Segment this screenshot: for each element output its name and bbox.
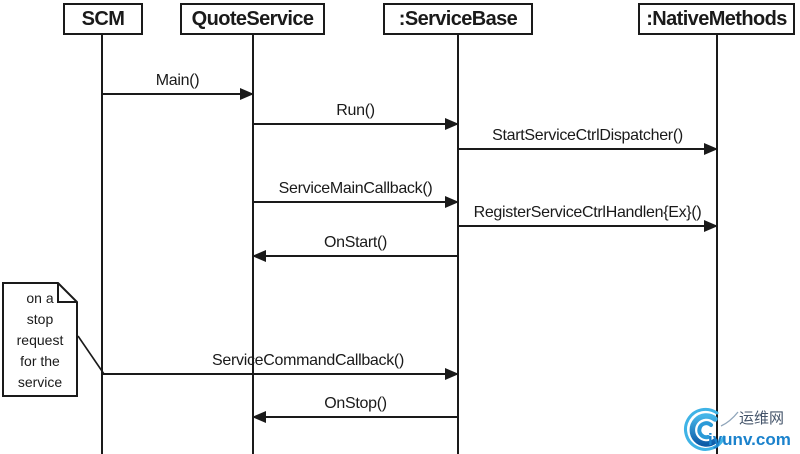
lifeline-servicebase xyxy=(457,35,459,454)
note-shape xyxy=(2,282,78,397)
watermark-site-name: 运维网 xyxy=(739,410,784,427)
swirl-icon xyxy=(684,407,726,451)
watermark-site-url: iyunv.com xyxy=(708,430,791,449)
actor-box-scm: SCM xyxy=(63,3,143,35)
lifeline-quoteservice xyxy=(252,35,254,454)
arrowhead-right-icon xyxy=(445,196,459,208)
note-text: on a stop request for the service xyxy=(2,288,78,393)
message-onstop-line xyxy=(253,416,458,418)
message-startservicectrldispatcher-line xyxy=(458,148,717,150)
message-run: Run() xyxy=(253,102,459,130)
arrowhead-left-icon xyxy=(252,411,266,423)
message-onstart-line xyxy=(253,255,458,257)
message-run-line xyxy=(253,123,458,125)
note-line: for the xyxy=(20,353,60,369)
message-servicecommandcallback-line xyxy=(102,373,458,375)
arrowhead-right-icon xyxy=(240,88,254,100)
message-onstop: OnStop() xyxy=(252,395,458,423)
note-line: stop xyxy=(26,311,54,327)
message-servicecommandcallback-label: ServiceCommandCallback() xyxy=(212,352,404,369)
message-main: Main() xyxy=(102,72,254,100)
message-main-line xyxy=(102,93,253,95)
actor-label-servicebase: :ServiceBase xyxy=(398,7,518,30)
message-onstart-label: OnStart() xyxy=(323,234,388,251)
note-connector-line xyxy=(77,335,105,375)
message-registerservicectrlhandlen-line xyxy=(458,225,717,227)
message-startservicectrldispatcher-label: StartServiceCtrlDispatcher() xyxy=(492,127,683,144)
arrowhead-right-icon xyxy=(704,220,718,232)
actor-box-servicebase: :ServiceBase xyxy=(383,3,533,35)
arrowhead-right-icon xyxy=(445,368,459,380)
note-line: service xyxy=(17,374,63,390)
lifeline-nativemethods xyxy=(716,35,718,454)
message-servicemaincallback-line xyxy=(253,201,458,203)
actor-label-scm: SCM xyxy=(81,7,125,30)
note-line: on a xyxy=(26,290,54,306)
message-run-label: Run() xyxy=(336,102,375,119)
actor-label-quoteservice: QuoteService xyxy=(191,7,314,30)
message-onstop-label: OnStop() xyxy=(324,395,387,412)
message-servicemaincallback-label: ServiceMainCallback() xyxy=(278,180,433,197)
message-main-label: Main() xyxy=(155,72,200,89)
actor-box-quoteservice: QuoteService xyxy=(180,3,325,35)
arrowhead-right-icon xyxy=(445,118,459,130)
arrowhead-right-icon xyxy=(704,143,718,155)
lifeline-scm xyxy=(101,35,103,454)
message-servicemaincallback: ServiceMainCallback() xyxy=(253,180,459,208)
actor-label-nativemethods: :NativeMethods xyxy=(646,7,787,30)
actor-box-nativemethods: :NativeMethods xyxy=(638,3,795,35)
note-line: request xyxy=(16,332,64,348)
message-registerservicectrlhandlen-label: RegisterServiceCtrlHandlen{Ex}() xyxy=(473,204,702,221)
swoosh-line xyxy=(720,411,739,427)
message-registerservicectrlhandlen: RegisterServiceCtrlHandlen{Ex}() xyxy=(458,204,718,232)
watermark-logo: 运维网 iyunv.com xyxy=(684,407,791,451)
message-startservicectrldispatcher: StartServiceCtrlDispatcher() xyxy=(458,127,718,155)
message-servicecommandcallback: ServiceCommandCallback() xyxy=(102,352,459,380)
arrowhead-left-icon xyxy=(252,250,266,262)
message-onstart: OnStart() xyxy=(252,234,458,262)
